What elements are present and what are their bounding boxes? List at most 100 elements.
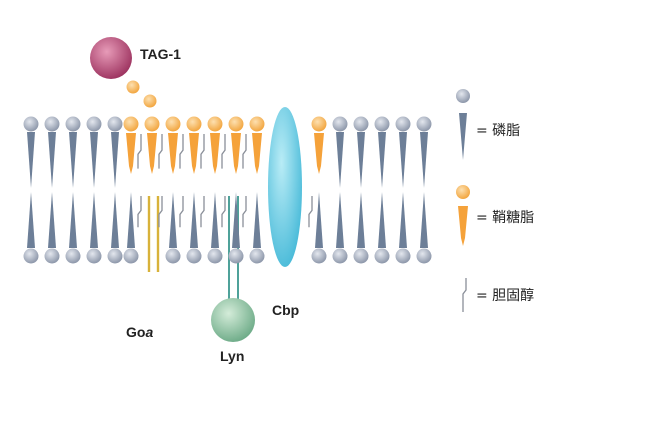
phospholipid-tail bbox=[420, 132, 428, 188]
phospholipid-head bbox=[23, 116, 39, 132]
cholesterol bbox=[200, 196, 205, 228]
phospholipid-head bbox=[374, 116, 390, 132]
glycosphingolipid-head bbox=[207, 116, 223, 132]
phospholipid-tail bbox=[27, 192, 35, 248]
phospholipid-head bbox=[207, 248, 223, 264]
phospholipid-tail bbox=[336, 132, 344, 188]
phospholipid-tail bbox=[90, 132, 98, 188]
glycosphingolipid-head bbox=[249, 116, 265, 132]
phospholipid-head bbox=[311, 248, 327, 264]
glycosphingolipid-tail bbox=[252, 133, 262, 174]
legend-phospholipid-text: = 磷脂 bbox=[476, 123, 521, 139]
phospholipid-tail bbox=[420, 192, 428, 248]
phospholipid-tail bbox=[357, 192, 365, 248]
phospholipid-head bbox=[353, 116, 369, 132]
phospholipid-head bbox=[65, 116, 81, 132]
phospholipid-tail bbox=[48, 132, 56, 188]
phospholipid-tail bbox=[357, 132, 365, 188]
legend-cholesterol-text: = 胆固醇 bbox=[476, 288, 535, 304]
phospholipid-head bbox=[416, 248, 432, 264]
cholesterol bbox=[179, 196, 184, 228]
phospholipid-tail bbox=[27, 132, 35, 188]
phospholipid-head bbox=[332, 116, 348, 132]
phospholipid-tail bbox=[378, 132, 386, 188]
cholesterol bbox=[158, 134, 163, 169]
cholesterol bbox=[221, 196, 226, 228]
phospholipid-head bbox=[165, 248, 181, 264]
legend-glycosphingolipid-tail bbox=[458, 206, 468, 246]
phospholipid-tail bbox=[169, 192, 177, 248]
tag1-glycan-bead bbox=[143, 94, 157, 108]
phospholipid-head bbox=[86, 248, 102, 264]
phospholipid-tail bbox=[253, 192, 261, 248]
glycosphingolipid-head bbox=[165, 116, 181, 132]
phospholipid-head bbox=[123, 248, 139, 264]
cbp-protein bbox=[268, 107, 302, 267]
phospholipid-head bbox=[86, 116, 102, 132]
phospholipid-head bbox=[353, 248, 369, 264]
glycosphingolipid-tail bbox=[231, 133, 241, 174]
goa-prefix: Go bbox=[126, 324, 146, 340]
glycosphingolipid-tail bbox=[210, 133, 220, 174]
phospholipid-tail bbox=[315, 192, 323, 248]
cholesterol bbox=[179, 134, 184, 169]
glycosphingolipid-tail bbox=[189, 133, 199, 174]
phospholipid-head bbox=[44, 248, 60, 264]
glycosphingolipid-tail bbox=[314, 133, 324, 174]
phospholipid-head bbox=[249, 248, 265, 264]
cholesterol bbox=[200, 134, 205, 169]
phospholipid-head bbox=[107, 116, 123, 132]
cholesterol bbox=[242, 196, 247, 228]
legend-phospholipid-head bbox=[456, 89, 470, 103]
phospholipid-head bbox=[107, 248, 123, 264]
phospholipid-tail bbox=[90, 192, 98, 248]
phospholipid-tail bbox=[378, 192, 386, 248]
phospholipid-head bbox=[395, 248, 411, 264]
phospholipid-head bbox=[332, 248, 348, 264]
phospholipid-head bbox=[65, 248, 81, 264]
phospholipid-head bbox=[44, 116, 60, 132]
phospholipid-tail bbox=[48, 192, 56, 248]
tag1-label: TAG-1 bbox=[140, 46, 181, 62]
glycosphingolipid-tail bbox=[126, 133, 136, 174]
glycosphingolipid-head bbox=[123, 116, 139, 132]
legend-glycosphingolipid-text: = 鞘糖脂 bbox=[476, 210, 535, 226]
phospholipid-tail bbox=[399, 132, 407, 188]
lyn-protein bbox=[211, 298, 255, 342]
phospholipid-head bbox=[416, 116, 432, 132]
phospholipid-tail bbox=[69, 132, 77, 188]
glycosphingolipid-tail bbox=[168, 133, 178, 174]
cholesterol bbox=[242, 134, 247, 169]
goa-alpha-symbol: a bbox=[145, 324, 154, 340]
glycosphingolipid-head bbox=[144, 116, 160, 132]
glycosphingolipid-tail bbox=[147, 133, 157, 174]
phospholipid-tail bbox=[111, 192, 119, 248]
glycosphingolipid-head bbox=[228, 116, 244, 132]
lyn-label: Lyn bbox=[220, 348, 245, 364]
phospholipid-tail bbox=[232, 192, 240, 248]
tag1-protein bbox=[90, 37, 132, 79]
cholesterol bbox=[137, 196, 142, 228]
phospholipid-tail bbox=[190, 192, 198, 248]
phospholipid-tail bbox=[127, 192, 135, 248]
phospholipid-tail bbox=[336, 192, 344, 248]
cholesterol bbox=[137, 134, 142, 169]
phospholipid-tail bbox=[69, 192, 77, 248]
glycosphingolipid-head bbox=[186, 116, 202, 132]
phospholipid-tail bbox=[399, 192, 407, 248]
tag1-glycan-bead bbox=[126, 80, 140, 94]
goa-label: Goa bbox=[126, 324, 153, 340]
cholesterol bbox=[308, 196, 313, 228]
phospholipid-head bbox=[374, 248, 390, 264]
phospholipid-tail bbox=[211, 192, 219, 248]
phospholipid-head bbox=[395, 116, 411, 132]
cholesterol bbox=[158, 196, 163, 228]
phospholipid-head bbox=[186, 248, 202, 264]
phospholipid-tail bbox=[111, 132, 119, 188]
phospholipid-head bbox=[228, 248, 244, 264]
legend-phospholipid-tail bbox=[459, 113, 467, 160]
legend-cholesterol bbox=[462, 278, 467, 312]
cholesterol bbox=[221, 134, 226, 169]
